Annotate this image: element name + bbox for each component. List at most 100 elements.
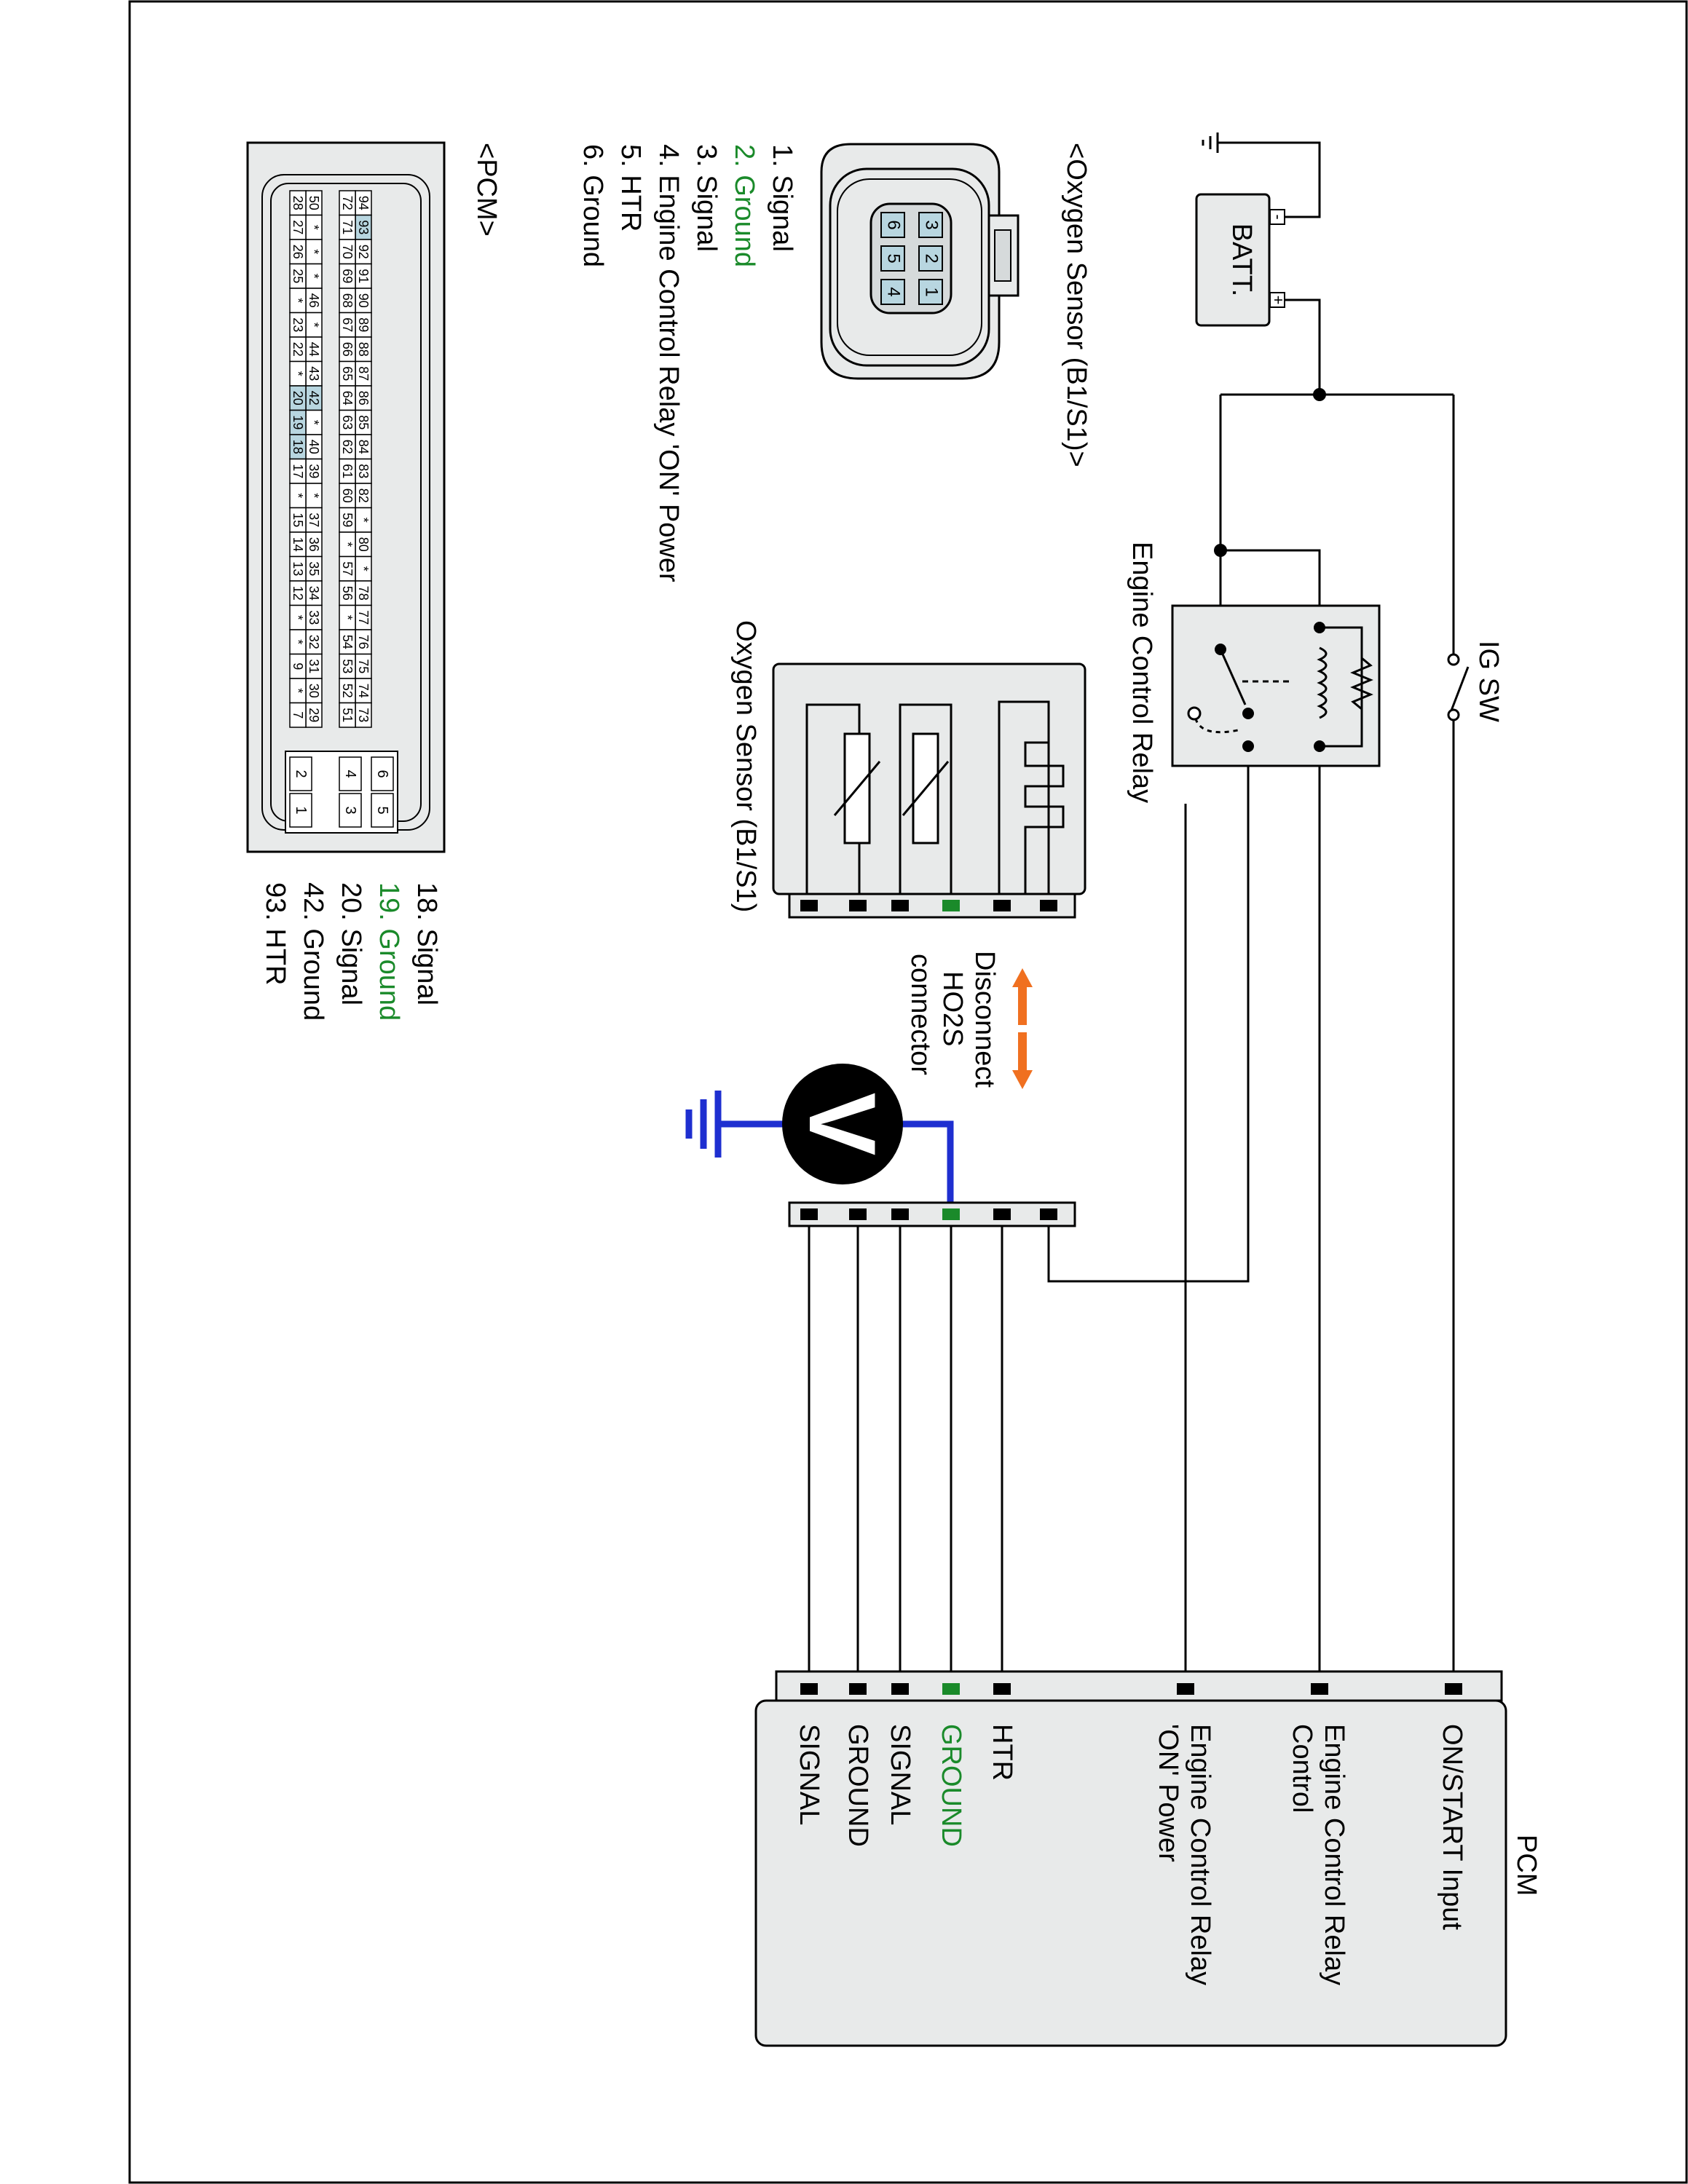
pcm-small-pin-label: 6 (374, 769, 390, 778)
pcm-pin-label: 27 (291, 220, 305, 234)
pcm-pin-label: 93 (356, 220, 371, 234)
pcm-pin-label: * (307, 225, 321, 230)
relay-feed-junction (1214, 544, 1227, 557)
o2-pin-3: 3 (922, 220, 942, 229)
pcm-pin-label: 40 (307, 440, 321, 454)
relay-label: Engine Control Relay (1127, 542, 1157, 803)
pcm-label-relay-power-1: Engine Control Relay (1185, 1724, 1215, 1985)
pcm-pin-label: 82 (356, 488, 371, 503)
pcm-pin-label: 26 (291, 245, 305, 259)
pcm-pin-label: 75 (356, 659, 371, 673)
ig-sw-label: IG SW (1473, 641, 1504, 722)
pcm-legend-42: 42. Ground (298, 882, 328, 1021)
pcm-title: PCM (1511, 1835, 1542, 1896)
pcm-pin-label: 72 (340, 196, 355, 210)
pcm-pin-label: 94 (356, 196, 371, 210)
pcm-small-pin-cell (371, 793, 394, 828)
pcm-pin-label: 84 (356, 440, 371, 454)
pcm-pin-label: 92 (356, 245, 371, 259)
pcm-small-pin-cell (371, 756, 394, 791)
pcm-pin-label: 34 (307, 586, 321, 601)
pcm-pin-label: 12 (291, 586, 305, 601)
pcm-pin-label: 59 (340, 513, 355, 527)
pcm-small-pin-cell (339, 756, 362, 791)
pcm-pin-label: 64 (340, 391, 355, 405)
battery-plus: + (1269, 296, 1287, 305)
pcm-pin-label: 39 (307, 464, 321, 478)
pcm-pin-label: 50 (307, 196, 321, 210)
o2-legend-4: 4. Engine Control Relay 'ON' Power (653, 144, 684, 582)
pcm-pin-label: * (340, 542, 355, 547)
pcm-connector-title: <PCM> (471, 143, 502, 237)
pcm-module: PCM ON/START Input Engine Control Relay … (754, 1670, 1542, 2047)
pcm-pin-label: 67 (340, 317, 355, 332)
pcm-pin-label: * (291, 615, 305, 620)
battery: BATT. - + (1195, 132, 1321, 327)
pcm-pin-label: 51 (340, 708, 355, 722)
pcm-legend-18: 18. Signal (411, 882, 442, 1005)
pcm-pin-label: 17 (291, 464, 305, 478)
pcm-pin-label: 65 (340, 366, 355, 381)
pcm-pin-label: 56 (340, 586, 355, 601)
pcm-pin-grid: 94939291908988878685848382*80*7877767574… (285, 190, 398, 834)
pcm-pin-label: * (291, 493, 305, 498)
pcm-pin-label: 22 (291, 342, 305, 357)
o2-connector-title: <Oxygen Sensor (B1/S1)> (1061, 143, 1092, 467)
pcm-small-pin-cell (289, 756, 312, 791)
pcm-pin-label: 73 (356, 708, 371, 722)
o2-pin-5: 5 (884, 253, 904, 263)
pcm-label-signal-1: SIGNAL (885, 1724, 915, 1825)
pcm-pin-label: * (307, 493, 321, 498)
pcm-pin-label: 7 (291, 711, 305, 719)
pcm-legend-19: 19. Ground (374, 882, 404, 1021)
battery-minus: - (1269, 214, 1287, 219)
harness-connector (788, 1201, 1076, 1227)
disconnect-line-1: Disconnect (969, 951, 1000, 1088)
pcm-pin-label: 54 (340, 635, 355, 649)
meter-ground-icon (685, 1091, 722, 1158)
battery-label: BATT. (1226, 223, 1257, 297)
o2-legend-6: 6. Ground (577, 144, 608, 267)
pcm-pin-label: 35 (307, 561, 321, 576)
pcm-pin-label: 29 (307, 708, 321, 722)
pcm-pin-label: 13 (291, 561, 305, 576)
pcm-pin-label: 43 (307, 366, 321, 381)
pcm-legend-93: 93. HTR (260, 882, 291, 985)
pcm-small-pin-label: 5 (374, 806, 390, 814)
pcm-pin-label: 57 (340, 561, 355, 576)
pcm-pin-label: 30 (307, 684, 321, 698)
oxygen-sensor-label: Oxygen Sensor (B1/S1) (730, 620, 761, 912)
pcm-pin-label: 85 (356, 415, 371, 430)
page-frame (128, 0, 1688, 2184)
pcm-pin-label: 33 (307, 610, 321, 625)
pcm-pin-label: 66 (340, 342, 355, 357)
pcm-label-relay-control-1: Engine Control Relay (1319, 1724, 1349, 1985)
pcm-pin-label: 91 (356, 269, 371, 283)
pcm-label-signal-2: SIGNAL (794, 1724, 824, 1825)
pcm-pin-label: 15 (291, 513, 305, 527)
o2-legend-3: 3. Signal (691, 144, 722, 252)
pcm-pin-label: * (291, 298, 305, 303)
pcm-pin-label: 86 (356, 391, 371, 405)
o2-legend-1: 1. Signal (767, 144, 797, 252)
pcm-pin-label: 28 (291, 196, 305, 210)
o2-sensor-connector: <Oxygen Sensor (B1/S1)> 3 2 1 6 5 4 1. S… (577, 143, 1092, 582)
pcm-pin-label: * (307, 323, 321, 328)
pcm-pin-label: 71 (340, 220, 355, 234)
pcm-pin-label: 88 (356, 342, 371, 357)
pcm-small-pin-cell (339, 793, 362, 828)
pcm-pin-label: 42 (307, 391, 321, 405)
pcm-small-pin-label: 3 (342, 806, 358, 814)
pcm-pin-label: 70 (340, 245, 355, 259)
pcm-small-pin-label: 1 (293, 806, 309, 814)
pcm-pin-label: * (356, 566, 371, 571)
pcm-pin-label: 23 (291, 317, 305, 332)
engine-control-relay: Engine Control Relay (1127, 542, 1381, 803)
pcm-small-pin-cell (289, 793, 312, 828)
sensor-pcm-wires (808, 1226, 1003, 1689)
pcm-pin-label: 63 (340, 415, 355, 430)
pcm-pin-label: 87 (356, 366, 371, 381)
pcm-pin-label: 83 (356, 464, 371, 478)
pcm-pin-label: * (340, 615, 355, 620)
